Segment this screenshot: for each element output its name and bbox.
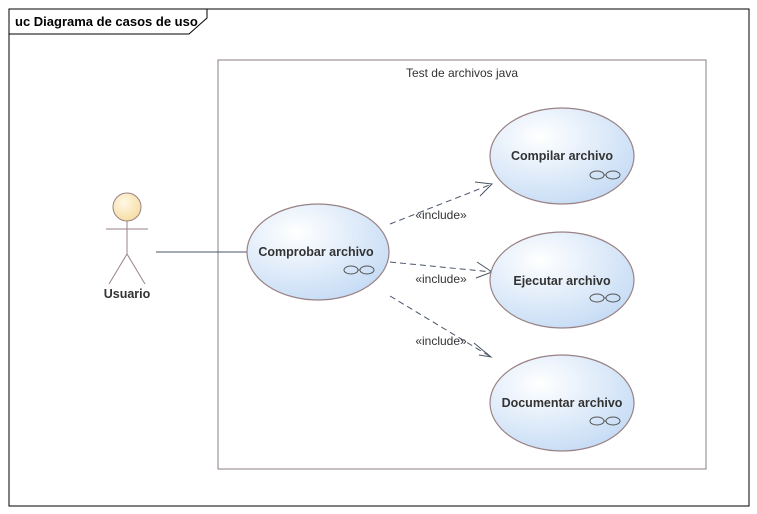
actor-usuario[interactable]: Usuario [104, 192, 151, 301]
use-case-documentar-archivo[interactable]: Documentar archivo [489, 354, 635, 452]
open-arrowhead [473, 342, 493, 358]
use-case-comprobar-archivo[interactable]: Comprobar archivo [246, 203, 390, 301]
use-case-ellipse [489, 231, 635, 329]
actor-left-leg [108, 253, 128, 285]
open-arrowhead [474, 181, 494, 197]
use-case-label: Comprobar archivo [258, 245, 374, 259]
include-relation-documentar[interactable]: «include» [389, 295, 493, 358]
use-case-ellipse [246, 203, 390, 301]
composite-icon [589, 416, 621, 426]
composite-icon [343, 265, 375, 275]
use-case-ellipse [489, 354, 635, 452]
use-case-label: Documentar archivo [502, 396, 623, 410]
system-boundary-label: Test de archivos java [406, 66, 518, 80]
include-stereotype-label: «include» [415, 208, 467, 222]
use-case-ellipse [489, 107, 635, 205]
dashed-connector [389, 261, 493, 273]
actor-right-leg [126, 253, 146, 285]
frame-title-tab [8, 8, 208, 35]
dashed-connector [389, 183, 493, 225]
include-stereotype-label: «include» [415, 334, 467, 348]
actor-head [112, 192, 142, 222]
include-stereotype-label: «include» [415, 272, 467, 286]
include-relation-compilar[interactable]: «include» [389, 181, 494, 225]
use-case-label: Compilar archivo [511, 149, 613, 163]
use-case-ejecutar-archivo[interactable]: Ejecutar archivo [489, 231, 635, 329]
composite-icon [589, 293, 621, 303]
use-case-compilar-archivo[interactable]: Compilar archivo [489, 107, 635, 205]
actor-name: Usuario [104, 287, 151, 301]
frame-title: uc Diagrama de casos de uso [15, 14, 198, 29]
use-case-label: Ejecutar archivo [513, 274, 611, 288]
composite-icon [589, 170, 621, 180]
